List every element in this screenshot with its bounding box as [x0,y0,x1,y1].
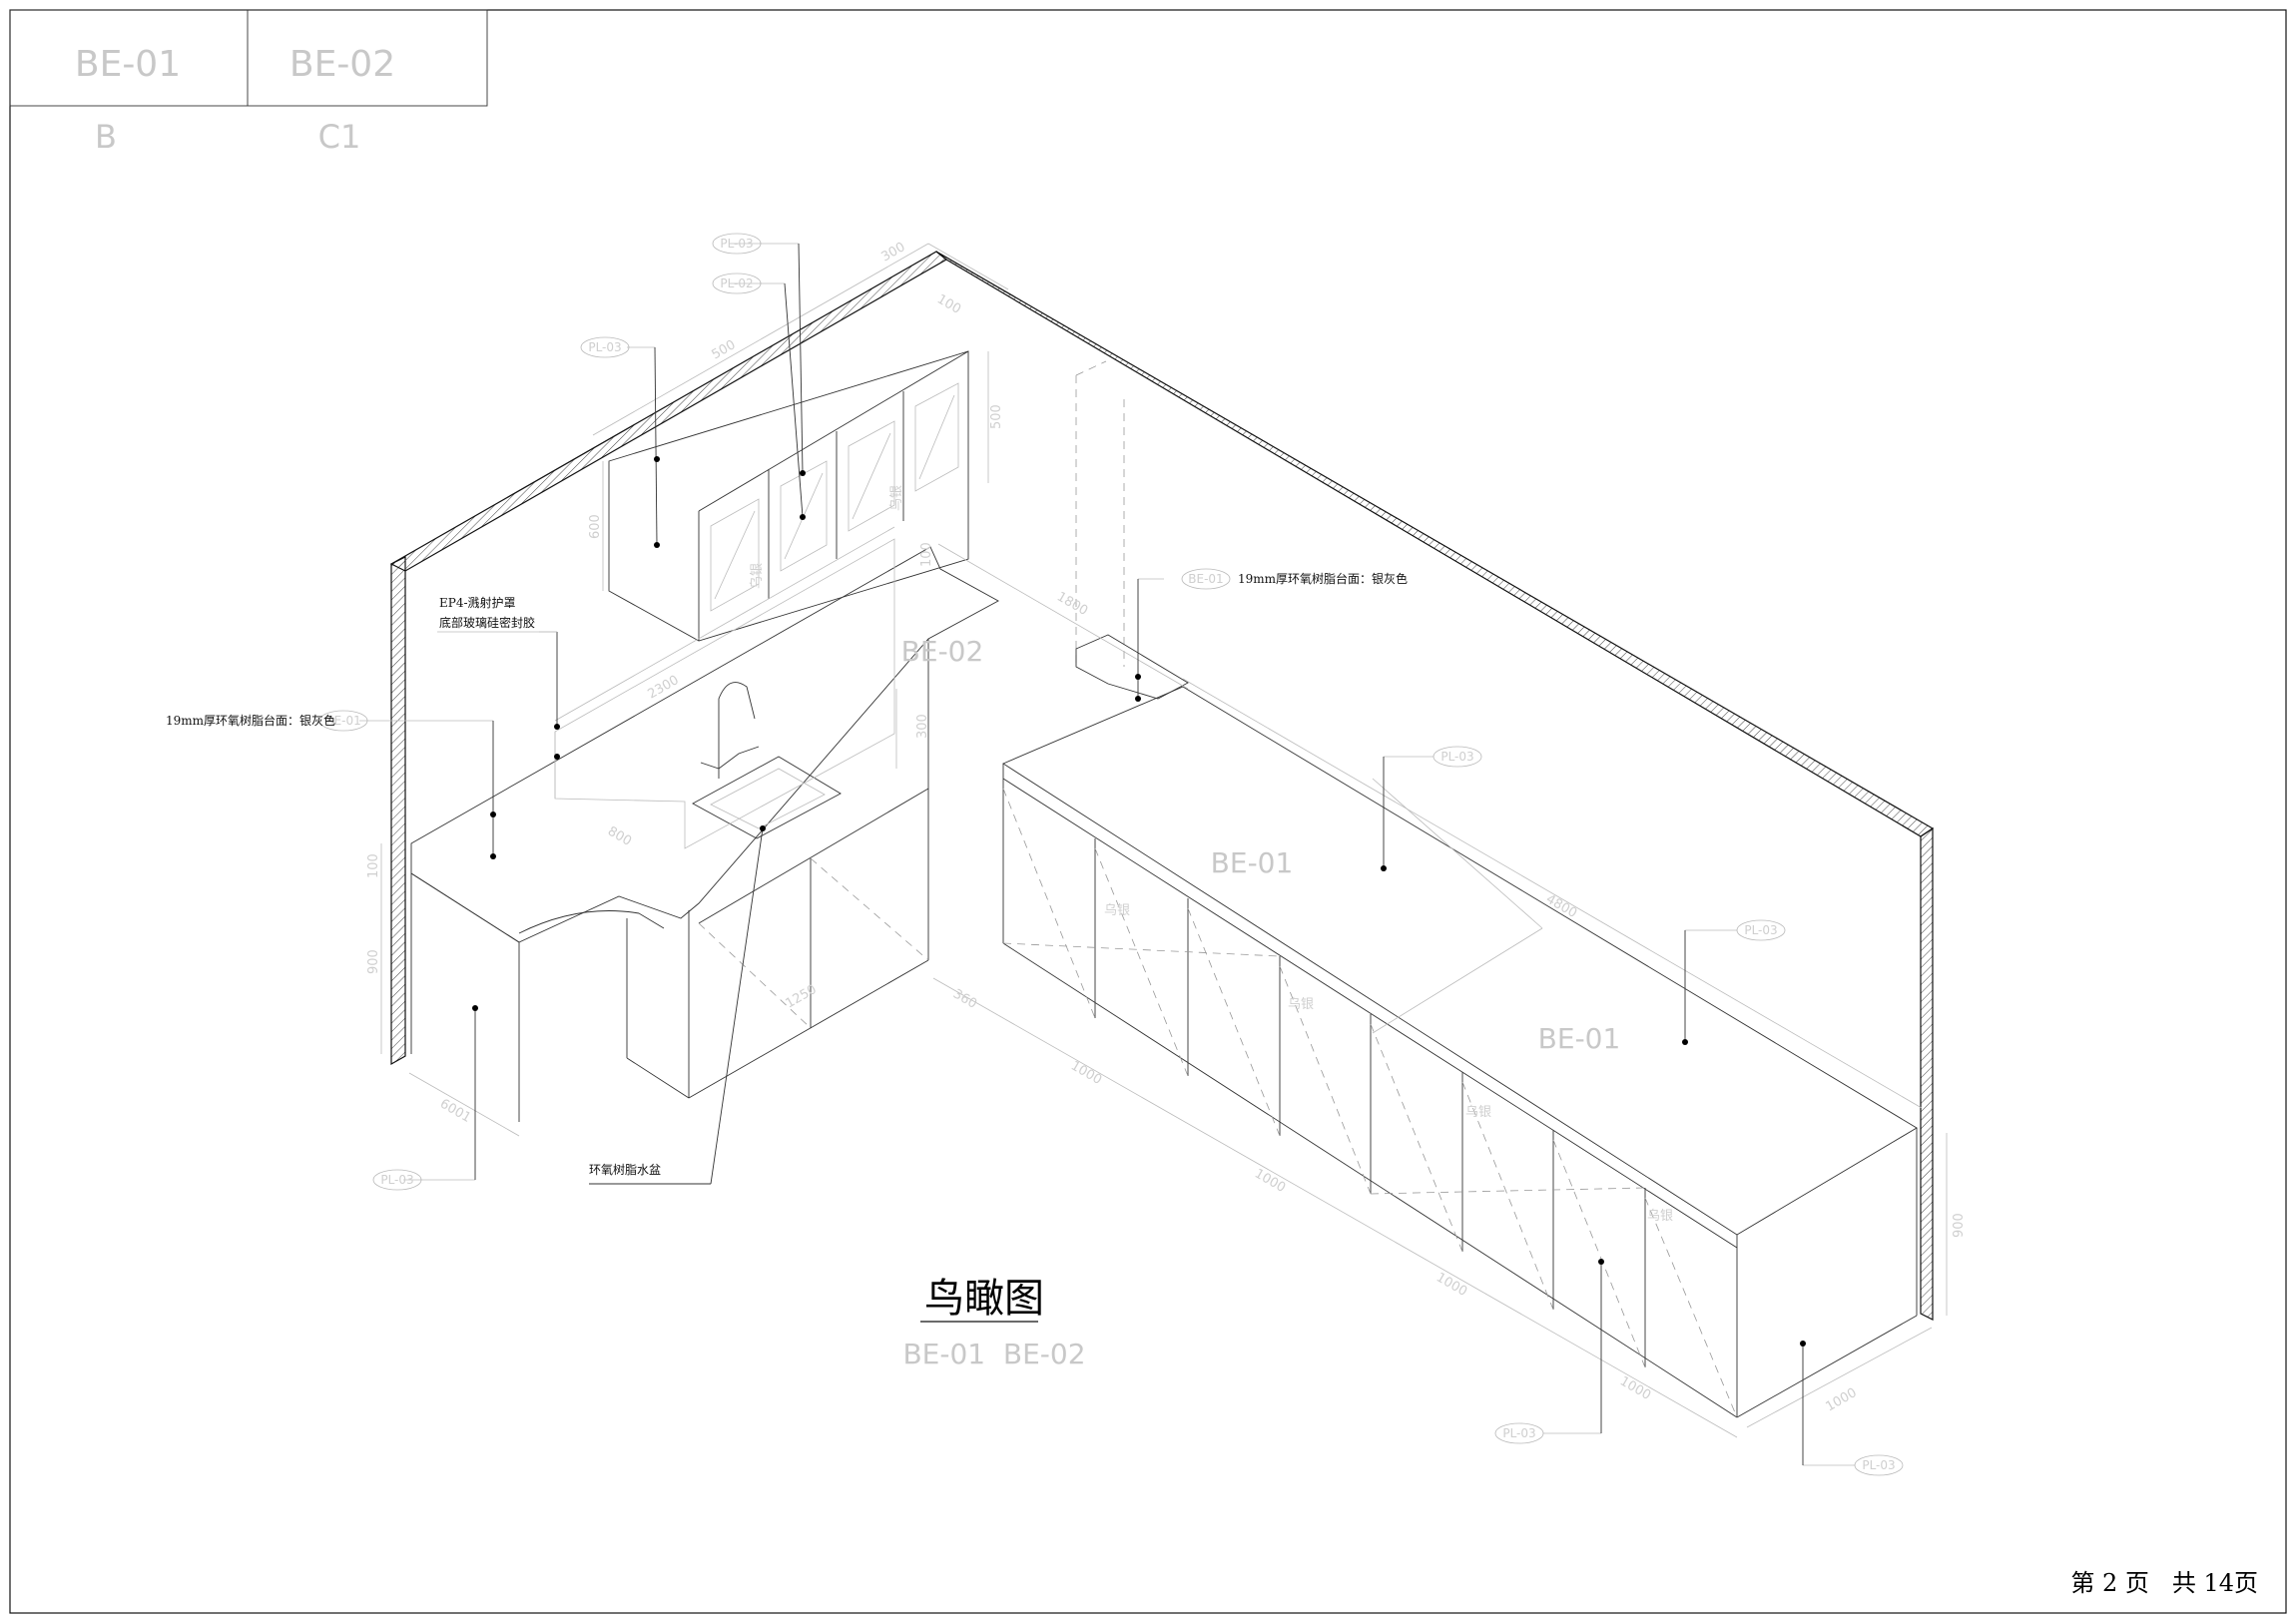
dim-300-splash: 300 [915,714,930,739]
wall-cabinet [608,350,969,642]
dim-900-left: 900 [366,949,381,974]
dim-500-cabinet: 500 [989,404,1004,429]
note-top-left: 19mm厚环氧树脂台面：银灰色 [166,713,335,728]
svg-text:PL-03: PL-03 [1744,923,1777,937]
dim-1000-a: 1000 [1068,1058,1104,1088]
tag-pl02: PL-02 [712,272,762,294]
left-wall [390,556,406,1066]
tag-pl03: PL-03 [580,336,630,358]
dim-360: 360 [950,986,979,1011]
svg-text:PL-03: PL-03 [380,1173,413,1187]
dim-100-left: 100 [366,853,381,878]
sheet-border [9,9,2287,1614]
dim-900-right: 900 [1952,1213,1967,1238]
title-block-sub-1: B [95,118,117,156]
note-splash-guard-2: 底部玻璃硅密封胶 [439,615,535,630]
svg-text:PL-02: PL-02 [720,276,753,290]
tag-pl03: PL-03 [712,233,762,255]
door-mark: 乌银 [1288,996,1314,1012]
isometric-drawing: 300 100 500 600 500 100 2300 1800 300 80… [166,233,1967,1476]
door-mark: 乌银 [888,485,904,511]
title-block: BE-01 BE-02 B C1 [9,9,488,156]
tag-be01: BE-01 [1181,568,1231,590]
title-block-code-2: BE-02 [289,44,395,85]
dim-100-cabinet: 100 [919,542,934,567]
dim-4800: 4800 [1543,891,1579,921]
svg-text:PL-03: PL-03 [588,340,621,354]
left-bench [410,538,999,1122]
zone-label-be01-end: BE-01 [1538,1022,1621,1055]
right-wall [1920,826,1934,1321]
svg-text:PL-03: PL-03 [1440,750,1473,764]
dim-300-top: 300 [879,240,908,265]
note-sink: 环氧树脂水盆 [589,1162,661,1177]
dimension-lines [380,243,1948,1438]
page-number-label: 第 2 页 共 14页 [2070,1569,2258,1597]
dim-100-top: 100 [934,291,963,316]
leader-lines [359,243,1855,1466]
column [1075,360,1189,700]
main-bench [1002,686,1918,1418]
svg-text:PL-03: PL-03 [1862,1458,1895,1472]
note-top-right: 19mm厚环氧树脂台面：银灰色 [1238,571,1408,586]
drawing-subtitle: BE-01 BE-02 [902,1338,1085,1370]
drawing-title: 鸟瞰图 [924,1276,1044,1322]
door-mark: 乌银 [1647,1208,1673,1224]
zone-label-be02: BE-02 [901,635,984,668]
door-marks: 乌银 乌银 乌银 乌银 乌银 乌银 [749,485,1673,1224]
dim-1250: 1250 [784,982,820,1012]
svg-text:RE-01: RE-01 [325,714,361,728]
note-splash-guard-1: EP4-溅射护罩 [439,595,516,610]
svg-text:BE-01: BE-01 [1188,572,1223,586]
tag-pl03: PL-03 [372,1169,422,1191]
dim-600-cabinet: 600 [588,514,603,539]
material-tags: PL-03 PL-02 PL-03 RE-01 BE-01 PL-03 [318,233,1904,1476]
dim-1000-e: 1000 [1824,1385,1860,1415]
tag-pl03: PL-03 [1736,919,1786,941]
tag-pl03: PL-03 [1494,1422,1544,1444]
tag-pl03: PL-03 [1433,746,1482,768]
door-mark: 乌银 [749,563,765,589]
dimension-labels: 300 100 500 600 500 100 2300 1800 300 80… [366,240,1967,1414]
back-wall-right [935,251,1935,837]
dim-800: 800 [605,823,634,848]
tag-pl03: PL-03 [1854,1454,1904,1476]
svg-text:PL-03: PL-03 [720,237,753,251]
leader-dots [472,456,1806,1347]
door-mark: 乌银 [1104,902,1130,918]
title-block-sub-2: C1 [318,118,361,156]
dim-1000-d: 1000 [1617,1373,1653,1403]
svg-text:PL-03: PL-03 [1502,1426,1535,1440]
dim-500-top: 500 [710,337,739,362]
zone-label-be01-main: BE-01 [1211,846,1294,879]
title-block-code-1: BE-01 [75,44,181,85]
dim-6001: 6001 [437,1096,473,1126]
tag-re01: RE-01 [318,710,368,732]
door-mark: 乌银 [1465,1104,1491,1120]
sink-basin [692,756,842,839]
